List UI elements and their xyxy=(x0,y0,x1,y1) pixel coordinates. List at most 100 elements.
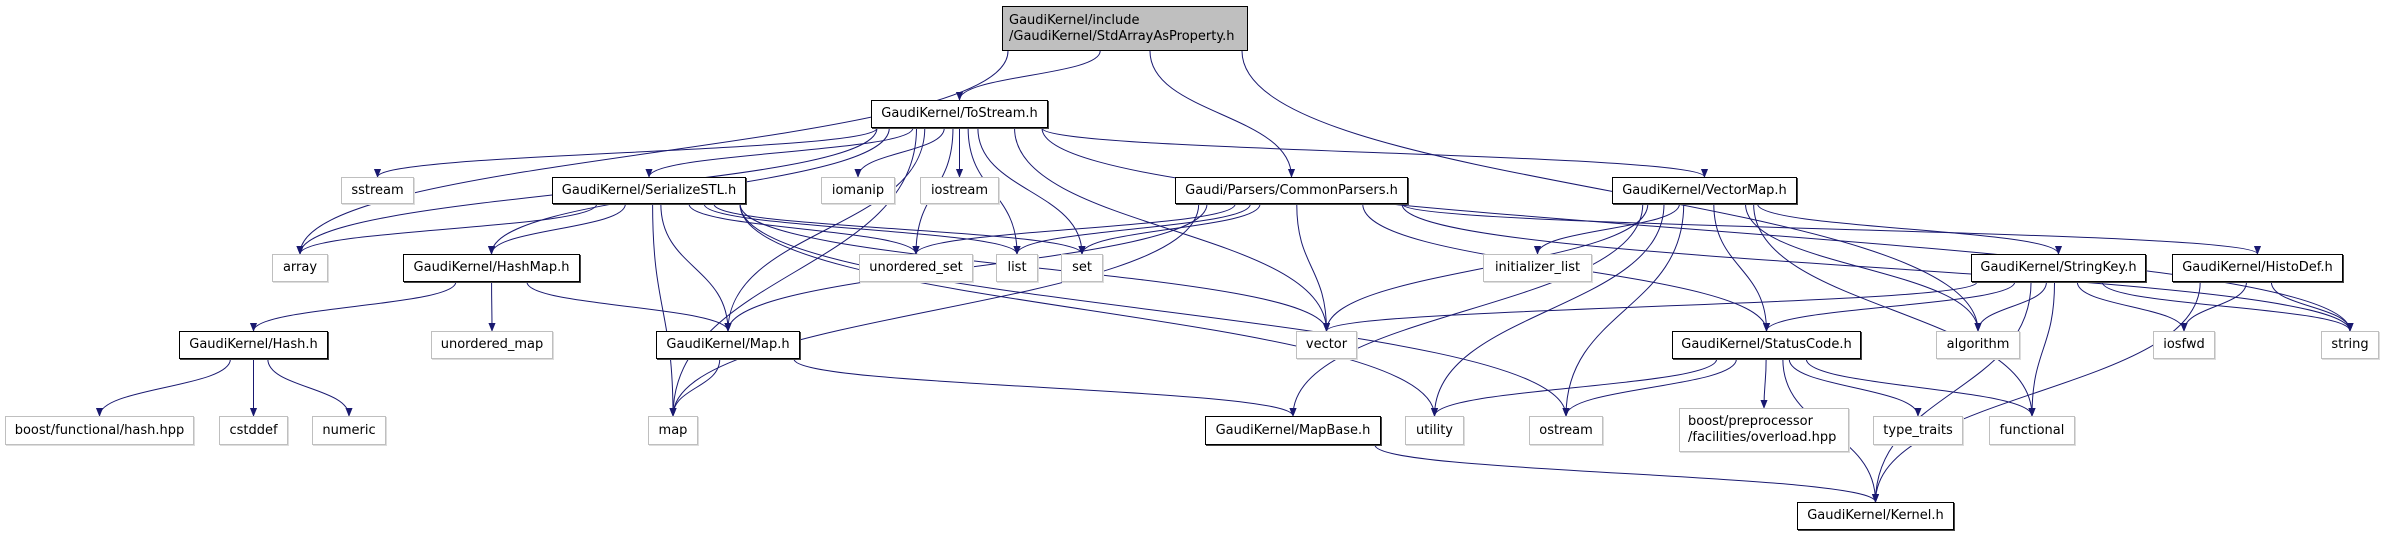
edge-commonparsers-to-vector xyxy=(1296,203,1331,332)
edge-serializestl-to-array xyxy=(296,203,598,255)
edge-serializestl-to-list xyxy=(703,203,1021,255)
node-label: iomanip xyxy=(831,182,885,198)
node-label: GaudiKernel/Map.h xyxy=(666,337,790,352)
node-numeric: numeric xyxy=(312,416,386,445)
node-label: unordered_map xyxy=(440,337,544,352)
node-ostream: ostream xyxy=(1529,416,1603,445)
edge-root-to-tostream xyxy=(955,50,1101,101)
node-iostream: iostream xyxy=(920,177,999,204)
node-label: functional xyxy=(1999,422,2065,438)
node-list: list xyxy=(996,254,1038,282)
node-vectormap[interactable]: GaudiKernel/VectorMap.h xyxy=(1612,177,1797,204)
node-label: GaudiKernel/Hash.h xyxy=(189,337,318,352)
edge-tostream-to-string xyxy=(1041,127,2354,332)
edge-vectormap-to-utility xyxy=(1430,203,1665,417)
node-label: iosfwd xyxy=(2163,337,2205,352)
edge-vectormap-to-algorithm xyxy=(1745,203,1982,332)
node-label: iostream xyxy=(930,182,989,198)
edge-serializestl-to-set xyxy=(713,203,1086,255)
edge-vectormap-to-functional xyxy=(1753,203,2036,417)
node-algorithm: algorithm xyxy=(1936,331,2020,359)
node-label: array xyxy=(282,260,318,275)
edge-vectormap-to-stringkey xyxy=(1757,203,2063,255)
node-label: GaudiKernel/include xyxy=(1009,12,1140,28)
edge-map_h-to-map xyxy=(669,358,721,417)
node-label: list xyxy=(1007,260,1027,275)
edge-tostream-to-serializestl xyxy=(645,127,914,178)
node-stringkey[interactable]: GaudiKernel/StringKey.h xyxy=(1971,254,2146,282)
node-hashmap[interactable]: GaudiKernel/HashMap.h xyxy=(403,254,580,282)
node-label: GaudiKernel/StatusCode.h xyxy=(1681,337,1852,352)
node-label: utility xyxy=(1416,422,1453,438)
edge-serializestl-to-map xyxy=(652,203,677,417)
edge-stringkey-to-vector xyxy=(1323,281,1978,332)
edge-commonparsers-to-unordered_set xyxy=(912,203,1236,255)
node-label: GaudiKernel/HistoDef.h xyxy=(2182,260,2333,275)
edge-histodef-to-kernel xyxy=(1871,281,2201,503)
node-serializestl[interactable]: GaudiKernel/SerializeSTL.h xyxy=(552,177,746,204)
edge-commonparsers-to-list xyxy=(1013,203,1251,255)
node-map: map xyxy=(648,416,698,445)
node-mapbase[interactable]: GaudiKernel/MapBase.h xyxy=(1205,416,1381,445)
edge-stringkey-to-string xyxy=(2101,281,2354,332)
node-label: /facilities/overload.hpp xyxy=(1688,430,1837,445)
node-label: GaudiKernel/SerializeSTL.h xyxy=(561,182,737,198)
edge-statuscode-to-type_traits xyxy=(1788,358,1922,417)
edge-tostream-to-set xyxy=(977,127,1086,255)
edge-stringkey-to-functional xyxy=(2028,281,2056,417)
edge-statuscode-to-functional xyxy=(1805,358,2036,417)
node-array: array xyxy=(272,254,328,282)
node-map-h[interactable]: GaudiKernel/Map.h xyxy=(656,331,800,359)
node-sstream: sstream xyxy=(341,177,414,204)
node-label: cstddef xyxy=(229,422,278,438)
edge-commonparsers-to-map xyxy=(669,203,1200,417)
node-label: GaudiKernel/StringKey.h xyxy=(1980,260,2137,275)
node-label: GaudiKernel/Kernel.h xyxy=(1807,508,1944,523)
edge-serializestl-to-hashmap xyxy=(487,203,626,255)
edge-tostream-to-iomanip xyxy=(854,127,945,178)
node-vector: vector xyxy=(1296,331,1357,359)
edge-statuscode-to-ostream xyxy=(1562,358,1737,417)
edge-tostream-to-sstream xyxy=(374,127,878,178)
node-statuscode[interactable]: GaudiKernel/StatusCode.h xyxy=(1672,331,1861,359)
edge-stringkey-to-iosfwd xyxy=(2076,281,2188,332)
node-hash[interactable]: GaudiKernel/Hash.h xyxy=(179,331,328,359)
node-commonparsers[interactable]: Gaudi/Parsers/CommonParsers.h xyxy=(1175,177,1408,204)
node-label: GaudiKernel/MapBase.h xyxy=(1215,422,1371,438)
edge-commonparsers-to-histodef xyxy=(1401,203,2261,255)
edge-map_h-to-mapbase xyxy=(793,358,1297,417)
node-label: algorithm xyxy=(1946,337,2010,352)
node-string: string xyxy=(2321,331,2379,359)
edge-histodef-to-string xyxy=(2270,281,2354,332)
node-boost-pp: boost/preprocessor/facilities/overload.h… xyxy=(1679,408,1849,452)
node-functional: functional xyxy=(1989,416,2075,445)
node-label: numeric xyxy=(322,422,376,438)
node-root[interactable]: GaudiKernel/include/GaudiKernel/StdArray… xyxy=(1002,6,1248,51)
edge-mapbase-to-kernel xyxy=(1374,444,1879,503)
edge-tostream-to-vectormap xyxy=(1041,127,1708,178)
node-label: map xyxy=(658,422,688,438)
node-label: type_traits xyxy=(1883,422,1953,438)
node-unordered-map: unordered_map xyxy=(431,331,553,359)
edge-root-to-algorithm xyxy=(1241,50,1982,332)
node-label: initializer_list xyxy=(1494,260,1581,275)
node-iosfwd: iosfwd xyxy=(2153,331,2215,359)
edge-statuscode-to-boost_pp xyxy=(1760,358,1768,409)
node-label: string xyxy=(2331,337,2369,352)
edge-vectormap-to-initializer_list xyxy=(1533,203,1680,255)
edge-vectormap-to-statuscode xyxy=(1713,203,1771,332)
node-kernel[interactable]: GaudiKernel/Kernel.h xyxy=(1797,502,1954,530)
edge-commonparsers-to-string xyxy=(1401,203,2354,332)
edge-stringkey-to-statuscode xyxy=(1762,281,2016,332)
edge-root-to-commonparsers xyxy=(1149,50,1296,178)
node-label: sstream xyxy=(351,182,404,198)
edge-serializestl-to-utility xyxy=(739,203,1439,417)
edge-hash-to-numeric xyxy=(267,358,353,417)
node-histodef[interactable]: GaudiKernel/HistoDef.h xyxy=(2172,254,2343,282)
edge-histodef-to-iosfwd xyxy=(2180,281,2247,332)
node-label: GaudiKernel/HashMap.h xyxy=(413,260,570,275)
edge-hashmap-to-map_h xyxy=(526,281,732,332)
node-tostream[interactable]: GaudiKernel/ToStream.h xyxy=(871,100,1048,128)
edge-tostream-to-map xyxy=(669,127,918,417)
